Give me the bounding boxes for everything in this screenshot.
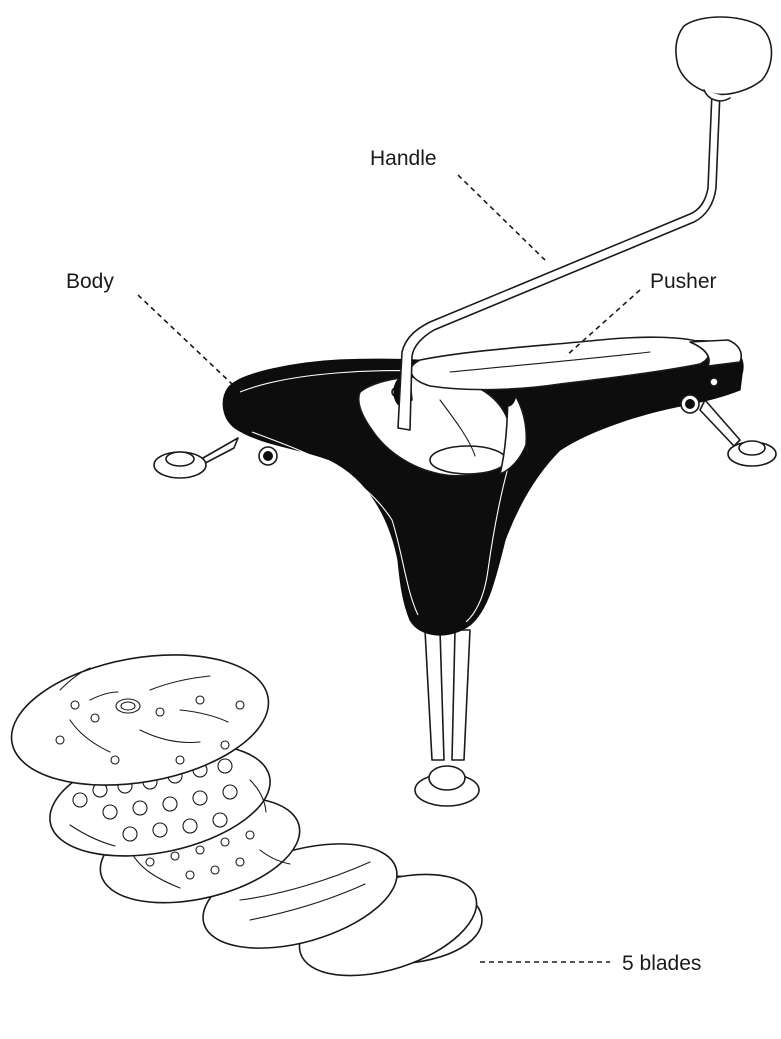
leg-right — [700, 400, 776, 466]
leg-left — [154, 438, 238, 478]
label-handle: Handle — [370, 147, 437, 170]
blades — [1, 636, 489, 995]
callout-blades: 5 blades — [480, 952, 701, 975]
label-pusher: Pusher — [650, 270, 717, 293]
label-body: Body — [66, 270, 114, 293]
callout-handle: Handle — [370, 147, 545, 260]
callout-body: Body — [66, 270, 232, 384]
label-blades: 5 blades — [622, 952, 701, 975]
leg-front — [415, 630, 479, 806]
